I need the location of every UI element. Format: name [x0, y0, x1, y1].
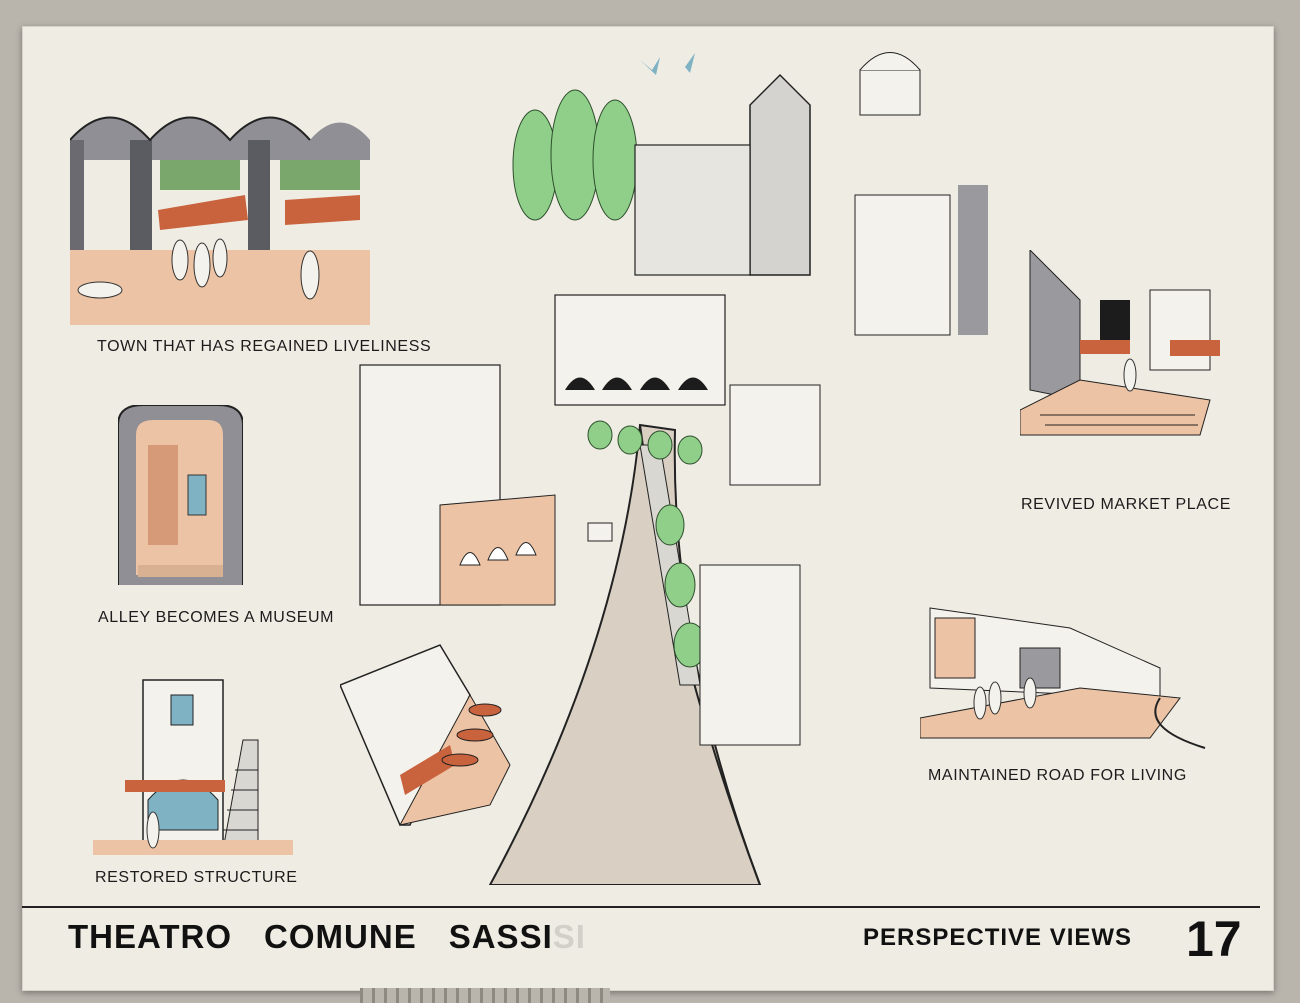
sketch-road-living — [920, 607, 1206, 749]
sketch-central-street — [340, 52, 988, 885]
sketch-restored-structure — [93, 679, 293, 855]
title-word-2: COMUNE — [264, 918, 417, 955]
sketch-alley-museum — [118, 405, 243, 585]
footer-rule — [22, 906, 1260, 908]
title-word-3: SASSI — [448, 918, 553, 955]
board-title: THEATRO COMUNE SASSISI — [68, 918, 586, 956]
title-word-1: THEATRO — [68, 918, 233, 955]
label-town: TOWN THAT HAS REGAINED LIVELINESS — [97, 338, 432, 355]
label-road: MAINTAINED ROAD FOR LIVING — [928, 767, 1187, 784]
sketch-town-arcade — [70, 116, 370, 325]
section-title: PERSPECTIVE VIEWS — [863, 924, 1133, 951]
sketch-market-place — [1020, 250, 1220, 436]
label-restored: RESTORED STRUCTURE — [95, 869, 298, 886]
title-ghost-text: SI — [552, 918, 586, 955]
easel-stand — [360, 988, 610, 1003]
page-number: 17 — [1186, 911, 1242, 967]
label-alley: ALLEY BECOMES A MUSEUM — [98, 609, 335, 626]
label-market: REVIVED MARKET PLACE — [1021, 496, 1231, 513]
